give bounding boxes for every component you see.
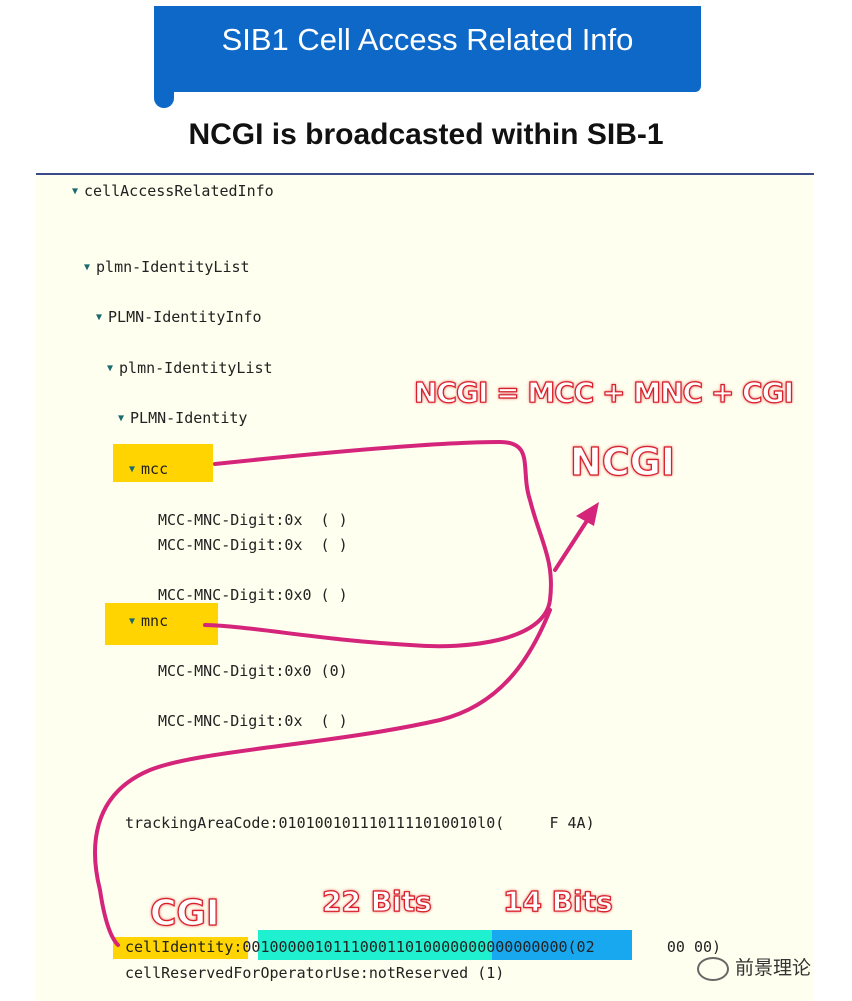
banner-title: SIB1 Cell Access Related Info [221,22,634,57]
tree-node-mcc[interactable]: ▼ mcc [129,460,168,478]
tree-node-label: PLMN-IdentityInfo [108,308,262,326]
watermark: 前景理论 [697,953,811,981]
tree-node-plmn-identitylist[interactable]: ▼ plmn-IdentityList [84,258,250,276]
tree-leaf-tracking-area-code[interactable]: trackingAreaCode:0101001011101111010010l… [125,814,595,832]
expand-triangle-icon[interactable]: ▼ [72,186,79,197]
tree-leaf-mcc-digit-1[interactable]: MCC-MNC-Digit:0x ( ) [158,511,348,529]
tree-leaf-mcc-digit-2[interactable]: MCC-MNC-Digit:0x ( ) [158,536,348,554]
mcc-mnc-connector [203,439,553,649]
callout-14-bits: 14 Bits [502,884,613,918]
tree-node-plmn-identityinfo[interactable]: ▼ PLMN-IdentityInfo [96,308,262,326]
expand-triangle-icon[interactable]: ▼ [129,464,136,475]
wechat-icon [697,956,729,981]
tree-leaf-mnc-digit-1[interactable]: MCC-MNC-Digit:0x0 (0) [158,662,348,680]
cgi-connector [93,608,552,947]
cell-identity-suffix: (02 00 00) [567,938,722,956]
message-tree-panel [36,175,814,1001]
tree-leaf-cell-reserved[interactable]: cellReservedForOperatorUse:notReserved (… [125,964,505,982]
ncgi-arrowhead-icon [576,502,599,526]
tree-node-label: plmn-IdentityList [119,359,273,377]
expand-triangle-icon[interactable]: ▼ [84,262,91,273]
tree-node-label: plmn-IdentityList [96,258,250,276]
expand-triangle-icon[interactable]: ▼ [96,312,103,323]
page-subtitle: NCGI is broadcasted within SIB-1 [188,118,664,151]
mcc-highlight [113,444,213,482]
callout-cgi: CGI [149,892,220,934]
tree-leaf-mcc-digit-3[interactable]: MCC-MNC-Digit:0x0 ( ) [158,586,348,604]
tree-node-mnc[interactable]: ▼ mnc [129,612,168,630]
tree-leaf-mnc-digit-2[interactable]: MCC-MNC-Digit:0x ( ) [158,712,348,730]
bits-22-highlight [258,930,492,960]
expand-triangle-icon[interactable]: ▼ [118,413,125,424]
cell-identity-colon: : [233,938,243,956]
expand-triangle-icon[interactable]: ▼ [107,363,114,374]
tree-node-label: mnc [141,612,169,630]
tree-node-label: PLMN-Identity [130,409,248,427]
tree-node-plmn-identity[interactable]: ▼ PLMN-Identity [118,409,247,427]
mnc-highlight [105,603,218,645]
tree-node-cellaccessrelatedinfo[interactable]: ▼ cellAccessRelatedInfo [72,182,274,200]
tree-node-plmn-identitylist-inner[interactable]: ▼ plmn-IdentityList [107,359,273,377]
watermark-text: 前景理论 [735,958,812,979]
cell-identity-label: cellIdentity [125,938,234,956]
callout-ncgi-formula: NCGI = MCC + MNC + CGI [413,375,794,409]
title-banner-tab [154,70,174,108]
ncgi-arrow-shaft [553,511,594,572]
tree-node-label: mcc [141,460,169,478]
bits-14-highlight [492,930,632,960]
tree-node-label: cellAccessRelatedInfo [84,182,274,200]
tree-leaf-cell-identity[interactable]: cellIdentity:001000001011100011010000000… [125,938,721,956]
title-banner [154,6,701,92]
cell-identity-bits-14: 00000000000000 [441,938,568,956]
callout-ncgi: NCGI [569,439,676,484]
cell-identity-bits-22: 0010000010111000110100 [242,938,442,956]
expand-triangle-icon[interactable]: ▼ [129,616,136,627]
callout-22-bits: 22 Bits [321,884,432,918]
divider [36,173,814,175]
cellidentity-highlight [113,937,248,959]
